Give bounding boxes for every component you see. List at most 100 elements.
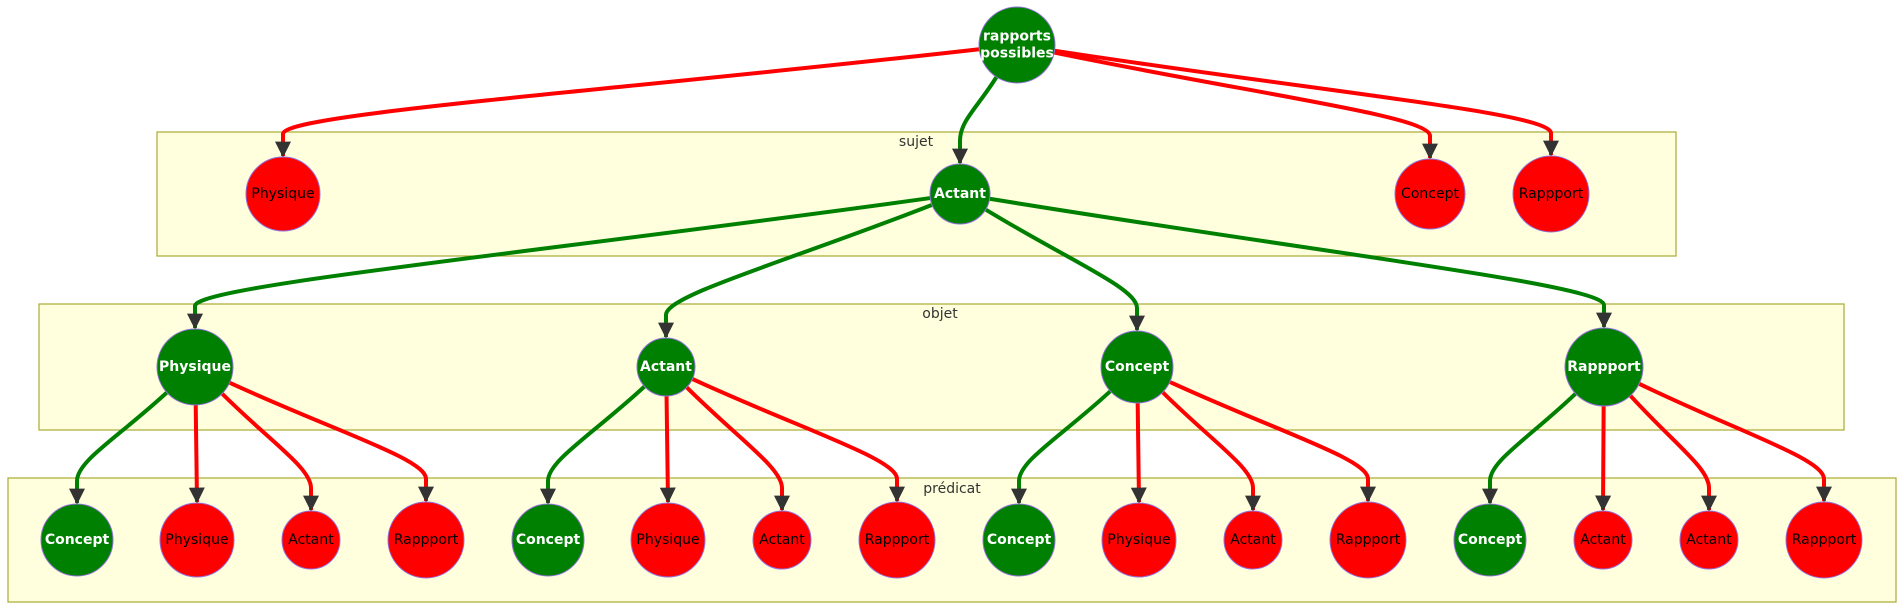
node-o_rappport[interactable]: Rappport bbox=[1564, 327, 1644, 407]
edge-o_physique-to-p1_actant bbox=[220, 392, 319, 512]
node-label: Actant bbox=[759, 532, 805, 548]
node-circle bbox=[281, 510, 341, 570]
node-p1_physique[interactable]: Physique bbox=[159, 502, 235, 578]
node-label: Rappport bbox=[865, 532, 930, 548]
node-s_actant[interactable]: Actant bbox=[929, 163, 991, 225]
node-p3_physique[interactable]: Physique bbox=[1101, 502, 1177, 578]
node-circle bbox=[1453, 503, 1527, 577]
cluster-objet: objet bbox=[38, 303, 1845, 431]
node-p4_concept[interactable]: Concept bbox=[1453, 503, 1527, 577]
node-label: Concept bbox=[516, 532, 581, 548]
node-circle bbox=[752, 510, 812, 570]
node-circle bbox=[1564, 327, 1644, 407]
node-circle bbox=[1223, 510, 1283, 570]
node-label: Concept bbox=[45, 532, 110, 548]
node-circle bbox=[1573, 510, 1633, 570]
edge-o_concept-to-p3_rappport bbox=[1168, 380, 1376, 503]
cluster-box bbox=[38, 303, 1845, 431]
node-circle bbox=[630, 502, 706, 578]
node-label: Rappport bbox=[1336, 532, 1401, 548]
node-circle bbox=[1394, 158, 1466, 230]
edge-o_actant-to-p2_concept bbox=[540, 385, 646, 505]
node-p2_actant[interactable]: Actant bbox=[752, 510, 812, 570]
node-circle bbox=[1101, 502, 1177, 578]
node-label: possibles bbox=[980, 46, 1054, 62]
node-p1_concept[interactable]: Concept bbox=[40, 503, 114, 577]
node-p4_actant_a[interactable]: Actant bbox=[1573, 510, 1633, 570]
node-p1_actant[interactable]: Actant bbox=[281, 510, 341, 570]
edge-o_rappport-to-p4_actant_b bbox=[1628, 394, 1717, 512]
node-circle bbox=[156, 328, 234, 406]
node-o_concept[interactable]: Concept bbox=[1100, 330, 1174, 404]
node-circle bbox=[1329, 501, 1407, 579]
node-circle bbox=[1100, 330, 1174, 404]
node-circle bbox=[978, 6, 1056, 84]
edges-layer bbox=[69, 47, 1832, 512]
edge-o_physique-to-p1_rappport bbox=[228, 380, 434, 503]
node-label: Actant bbox=[640, 359, 692, 375]
node-p4_rappport[interactable]: Rappport bbox=[1785, 501, 1863, 579]
edge-o_physique-to-p1_concept bbox=[69, 391, 169, 505]
node-s_physique[interactable]: Physique bbox=[245, 156, 321, 232]
node-p2_physique[interactable]: Physique bbox=[630, 502, 706, 578]
node-label: Concept bbox=[1401, 186, 1459, 202]
node-circle bbox=[929, 163, 991, 225]
edge-o_physique-to-p1_physique bbox=[188, 404, 205, 504]
node-o_actant[interactable]: Actant bbox=[636, 337, 696, 397]
node-circle bbox=[159, 502, 235, 578]
edge-root-to-s_concept bbox=[1053, 50, 1438, 160]
edge-o_actant-to-p2_physique bbox=[659, 395, 676, 504]
node-label: Actant bbox=[1686, 532, 1732, 548]
node-p1_rappport[interactable]: Rappport bbox=[387, 501, 465, 579]
node-p2_rappport[interactable]: Rappport bbox=[858, 501, 936, 579]
node-circle bbox=[1512, 155, 1590, 233]
node-label: Rappport bbox=[1567, 359, 1641, 375]
node-label: Rappport bbox=[1519, 186, 1584, 202]
node-o_physique[interactable]: Physique bbox=[156, 328, 234, 406]
edge-s_actant-to-o_actant bbox=[658, 202, 933, 339]
node-p3_concept[interactable]: Concept bbox=[982, 503, 1056, 577]
node-p3_rappport[interactable]: Rappport bbox=[1329, 501, 1407, 579]
edge-o_rappport-to-p4_actant_a bbox=[1595, 405, 1612, 512]
node-circle bbox=[1785, 501, 1863, 579]
node-circle bbox=[858, 501, 936, 579]
node-label: Concept bbox=[987, 532, 1052, 548]
edge-o_actant-to-p2_rappport bbox=[691, 377, 905, 503]
node-label: Actant bbox=[934, 186, 986, 202]
node-s_rappport[interactable]: Rappport bbox=[1512, 155, 1590, 233]
node-label: Physique bbox=[159, 359, 231, 375]
node-circle bbox=[387, 501, 465, 579]
node-circle bbox=[40, 503, 114, 577]
cluster-label: prédicat bbox=[923, 481, 981, 497]
edge-o_rappport-to-p4_concept bbox=[1482, 392, 1577, 505]
edge-o_actant-to-p2_actant bbox=[685, 385, 790, 512]
node-label: Rappport bbox=[394, 532, 459, 548]
edge-root-to-s_physique bbox=[275, 47, 980, 158]
node-circle bbox=[245, 156, 321, 232]
node-label: Concept bbox=[1105, 359, 1170, 375]
edge-s_actant-to-o_physique bbox=[187, 196, 931, 330]
edge-o_concept-to-p3_physique bbox=[1130, 402, 1147, 504]
node-circle bbox=[1679, 510, 1739, 570]
node-circle bbox=[511, 503, 585, 577]
edge-o_concept-to-p3_actant bbox=[1161, 390, 1261, 512]
cluster-label: sujet bbox=[899, 134, 934, 150]
node-label: Actant bbox=[1230, 532, 1276, 548]
node-p4_actant_b[interactable]: Actant bbox=[1679, 510, 1739, 570]
node-p3_actant[interactable]: Actant bbox=[1223, 510, 1283, 570]
node-p2_concept[interactable]: Concept bbox=[511, 503, 585, 577]
node-s_concept[interactable]: Concept bbox=[1394, 158, 1466, 230]
node-label: Physique bbox=[636, 532, 699, 548]
node-circle bbox=[982, 503, 1056, 577]
node-label: Physique bbox=[165, 532, 228, 548]
node-label: Physique bbox=[1107, 532, 1170, 548]
edge-o_rappport-to-p4_rappport bbox=[1638, 381, 1832, 503]
node-label: Actant bbox=[1580, 532, 1626, 548]
node-label: rapports bbox=[983, 29, 1051, 45]
cluster-label: objet bbox=[922, 306, 958, 322]
node-label: Physique bbox=[251, 186, 314, 202]
edge-s_actant-to-o_concept bbox=[984, 207, 1145, 332]
